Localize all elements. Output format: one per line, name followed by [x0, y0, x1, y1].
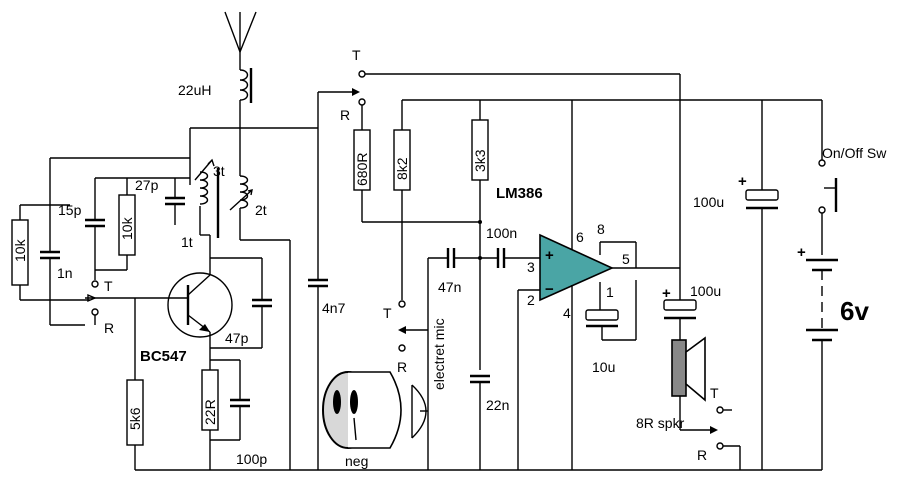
switch-tr-left — [85, 280, 165, 325]
electret-mic-icon — [322, 371, 428, 449]
rf-coils — [194, 158, 291, 470]
svg-text:680R: 680R — [354, 153, 370, 186]
svg-text:2: 2 — [527, 292, 535, 308]
switch-tr-mic — [398, 258, 429, 470]
svg-text:3k3: 3k3 — [472, 149, 488, 172]
svg-text:R: R — [697, 447, 707, 463]
resistor-3k3: 3k3 — [471, 119, 489, 370]
battery-6v: + — [797, 244, 838, 470]
svg-text:R: R — [340, 107, 350, 123]
svg-text:T: T — [383, 305, 392, 321]
svg-text:22R: 22R — [202, 399, 218, 425]
switch-tr-top — [318, 70, 681, 300]
svg-text:5k6: 5k6 — [127, 407, 143, 430]
capacitor-100n — [496, 248, 540, 268]
svg-text:R: R — [397, 359, 407, 375]
svg-text:3: 3 — [527, 259, 535, 275]
switch-tr-speaker — [680, 406, 741, 470]
capacitor-47n — [446, 248, 498, 268]
on-off-switch — [818, 100, 838, 255]
svg-text:8R spkr: 8R spkr — [636, 415, 685, 431]
inductor-22uh — [239, 58, 253, 128]
lm386-opamp: + − — [539, 233, 614, 302]
svg-text:+: + — [545, 247, 554, 264]
capacitor-100n-label: 100n — [486, 225, 517, 241]
capacitor-22n — [470, 374, 490, 470]
capacitor-22n-label: 22n — [486, 397, 509, 413]
capacitor-4n7-label: 4n7 — [322, 300, 346, 316]
capacitor-1n — [40, 205, 60, 300]
capacitor-4n7 — [308, 278, 328, 470]
ic-label: LM386 — [496, 185, 543, 202]
svg-text:4: 4 — [563, 305, 571, 321]
svg-text:5: 5 — [622, 251, 630, 267]
svg-text:R: R — [104, 320, 114, 336]
svg-text:On/Off Sw: On/Off Sw — [822, 145, 887, 161]
capacitor-100u-supply-label: 100u — [693, 194, 724, 210]
capacitor-27p — [160, 160, 191, 225]
capacitor-1n-label: 1n — [57, 265, 73, 281]
coil-1t-label: 1t — [181, 234, 193, 250]
svg-text:8: 8 — [597, 221, 605, 237]
resistor-10k-left: 10k — [11, 219, 29, 286]
svg-text:+: + — [797, 244, 806, 261]
capacitor-15p — [85, 218, 105, 270]
mic-label: electret mic — [431, 318, 447, 390]
svg-text:+: + — [662, 285, 671, 302]
transistor-label: BC547 — [140, 348, 187, 365]
inductor-22uh-label: 22uH — [178, 82, 211, 98]
resistor-8k2: 8k2 — [393, 129, 411, 300]
antenna-symbol — [224, 11, 257, 58]
capacitor-100u-supply: + — [738, 100, 779, 470]
resistor-680r: 680R — [353, 129, 480, 223]
transistor-bc547 — [165, 258, 233, 370]
svg-text:T: T — [710, 385, 719, 401]
coil-2t-label: 2t — [255, 202, 267, 218]
battery-label: 6v — [840, 296, 869, 326]
coil-3t-label: 3t — [213, 163, 225, 179]
capacitor-15p-label: 15p — [58, 202, 82, 218]
capacitor-47p — [210, 298, 272, 349]
resistor-22r: 22R — [201, 369, 219, 470]
capacitor-100u-output: + — [662, 285, 697, 340]
svg-text:T: T — [352, 47, 361, 63]
svg-text:T: T — [104, 278, 113, 294]
capacitor-47p-label: 47p — [225, 330, 249, 346]
capacitor-100u-output-label: 100u — [690, 283, 721, 299]
speaker-icon — [671, 336, 706, 430]
capacitor-27p-label: 27p — [135, 177, 159, 193]
svg-text:10k: 10k — [119, 216, 135, 240]
resistor-5k6: 5k6 — [126, 379, 144, 470]
svg-text:10k: 10k — [12, 238, 28, 262]
resistor-10k-right: 10k — [118, 178, 136, 270]
capacitor-47n-label: 47n — [438, 279, 461, 295]
mic-neg-label: neg — [345, 453, 368, 469]
svg-text:+: + — [738, 173, 747, 190]
capacitor-100p-label: 100p — [236, 451, 267, 467]
svg-text:8k2: 8k2 — [394, 157, 410, 180]
capacitor-10u — [585, 280, 637, 341]
capacitor-10u-label: 10u — [592, 359, 615, 375]
svg-text:1: 1 — [606, 284, 614, 300]
svg-text:6: 6 — [576, 229, 584, 245]
svg-text:−: − — [545, 281, 554, 298]
capacitor-100p — [210, 360, 250, 441]
